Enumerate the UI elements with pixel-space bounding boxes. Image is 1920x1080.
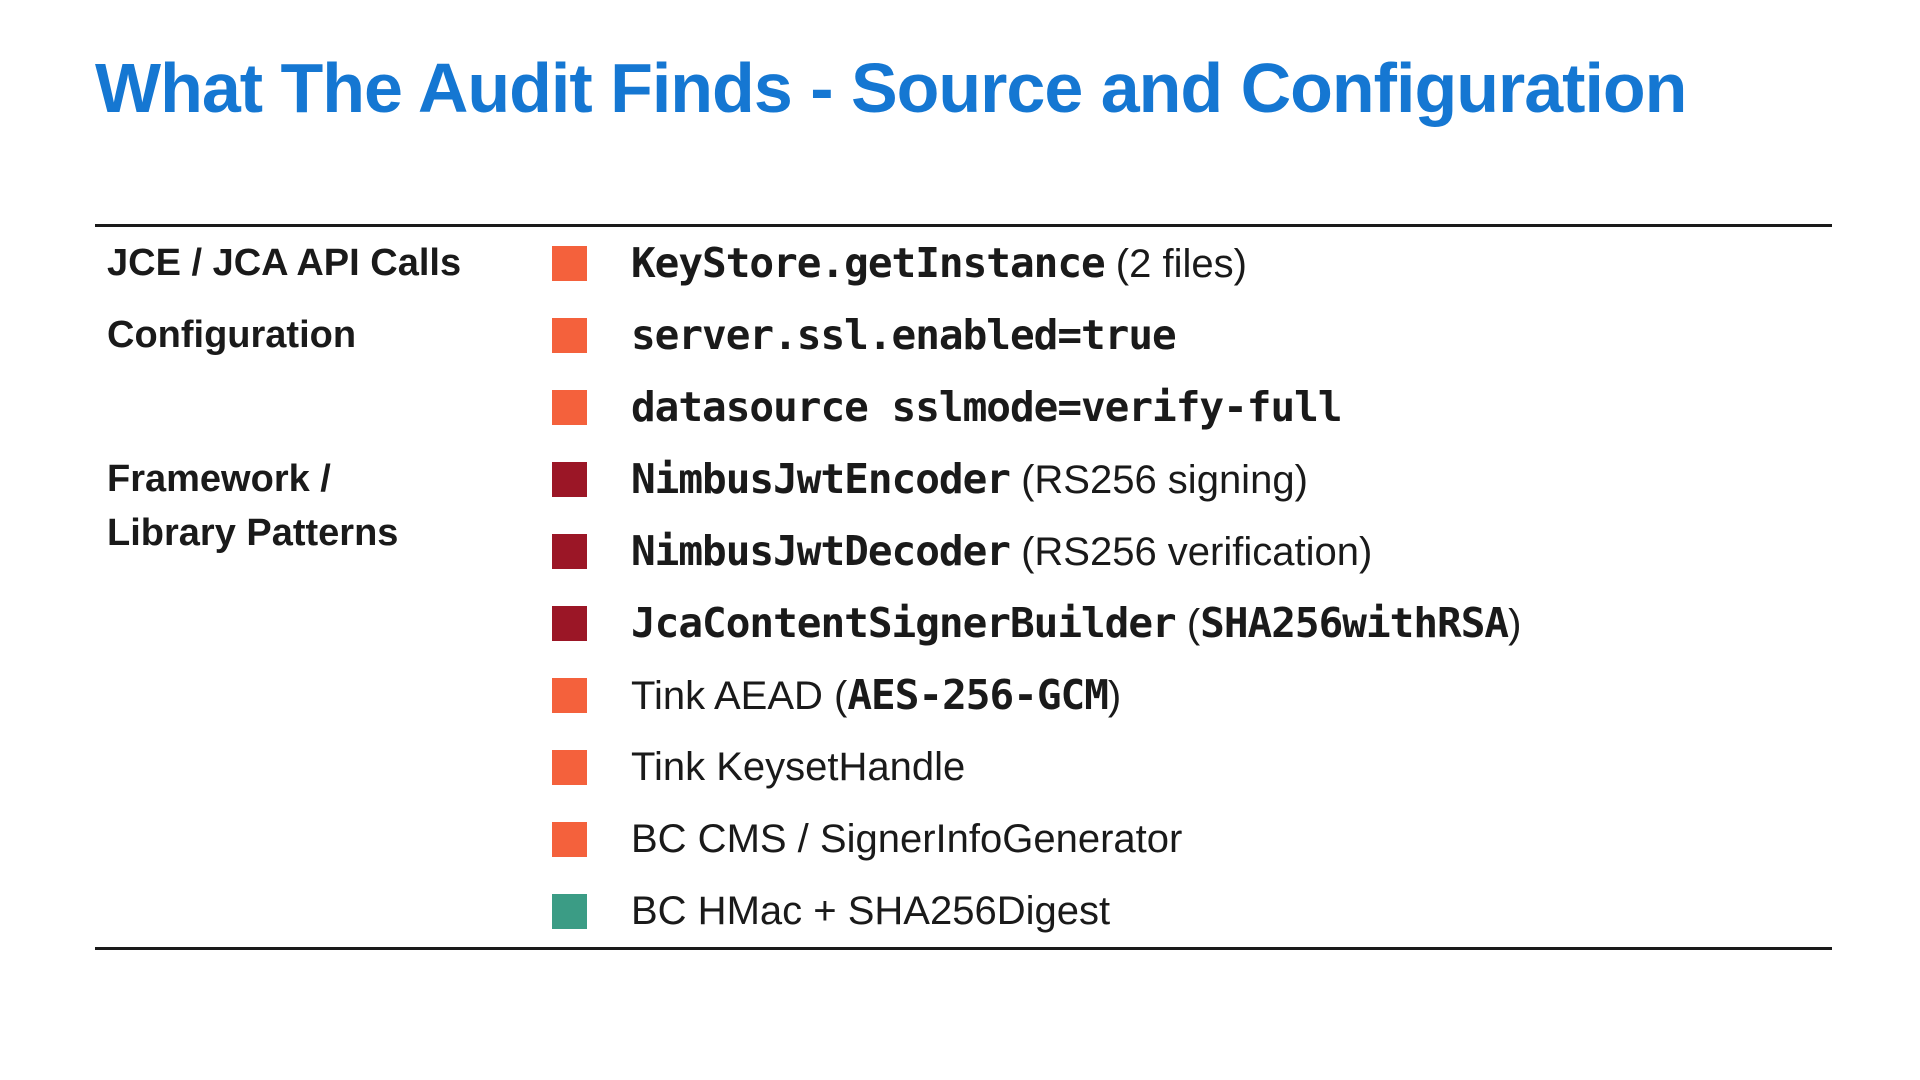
table-row: JCE / JCA API Calls KeyStore.getInstance … bbox=[95, 227, 1832, 299]
bullet-square-icon bbox=[552, 461, 587, 497]
table-row: Framework /Library Patterns NimbusJwtEnco… bbox=[95, 443, 1832, 554]
finding-text: server.ssl.enabled=true bbox=[631, 310, 1177, 359]
finding-text: Tink KeysetHandle bbox=[631, 745, 966, 789]
category-label-cell: Framework /Library Patterns bbox=[95, 443, 552, 554]
category-label-cell bbox=[95, 659, 552, 731]
finding-text: datasource sslmode=verify-full bbox=[631, 382, 1343, 431]
category-label-cell bbox=[95, 875, 552, 947]
bullet-square-icon bbox=[552, 677, 587, 713]
finding-text: NimbusJwtEncoder (RS256 signing) bbox=[631, 454, 1308, 503]
bullet-square-icon bbox=[552, 749, 587, 785]
finding-text: KeyStore.getInstance (2 files) bbox=[631, 238, 1247, 287]
bullet-square-icon bbox=[552, 605, 587, 641]
bullet-square-icon bbox=[552, 533, 587, 569]
category-label-cell bbox=[95, 803, 552, 875]
findings-table: JCE / JCA API Calls KeyStore.getInstance … bbox=[95, 224, 1832, 950]
finding-text: Tink AEAD (AES-256-GCM) bbox=[631, 670, 1122, 719]
finding-text: BC HMac + SHA256Digest bbox=[631, 889, 1111, 933]
category-label: Framework /Library Patterns bbox=[107, 458, 399, 554]
category-label-cell bbox=[95, 587, 552, 659]
bullet-square-icon bbox=[552, 317, 587, 353]
category-label: Configuration bbox=[107, 314, 357, 356]
table-row: Configuration server.ssl.enabled=true bbox=[95, 299, 1832, 371]
bullet-square-icon bbox=[552, 389, 587, 425]
bullet-square-icon bbox=[552, 245, 587, 281]
slide-title: What The Audit Finds - Source and Config… bbox=[95, 49, 1687, 127]
bullet-square-icon bbox=[552, 893, 587, 929]
category-label-cell bbox=[95, 371, 552, 443]
category-label-cell bbox=[95, 731, 552, 803]
category-label-cell: Configuration bbox=[95, 299, 552, 371]
category-label: JCE / JCA API Calls bbox=[107, 242, 462, 284]
category-label-cell: JCE / JCA API Calls bbox=[95, 227, 552, 299]
table-row: JcaContentSignerBuilder (SHA256withRSA) bbox=[95, 587, 1832, 659]
table-row: Tink KeysetHandle bbox=[95, 731, 1832, 803]
table-row: BC HMac + SHA256Digest bbox=[95, 875, 1832, 947]
table-row: Tink AEAD (AES-256-GCM) bbox=[95, 659, 1832, 731]
finding-text: BC CMS / SignerInfoGenerator bbox=[631, 817, 1183, 861]
finding-text: JcaContentSignerBuilder (SHA256withRSA) bbox=[631, 598, 1522, 647]
finding-text: NimbusJwtDecoder (RS256 verification) bbox=[631, 526, 1373, 575]
bullet-square-icon bbox=[552, 821, 587, 857]
table-row: BC CMS / SignerInfoGenerator bbox=[95, 803, 1832, 875]
table-row: NimbusJwtDecoder (RS256 verification) bbox=[95, 515, 1832, 587]
table-row: datasource sslmode=verify-full bbox=[95, 371, 1832, 443]
